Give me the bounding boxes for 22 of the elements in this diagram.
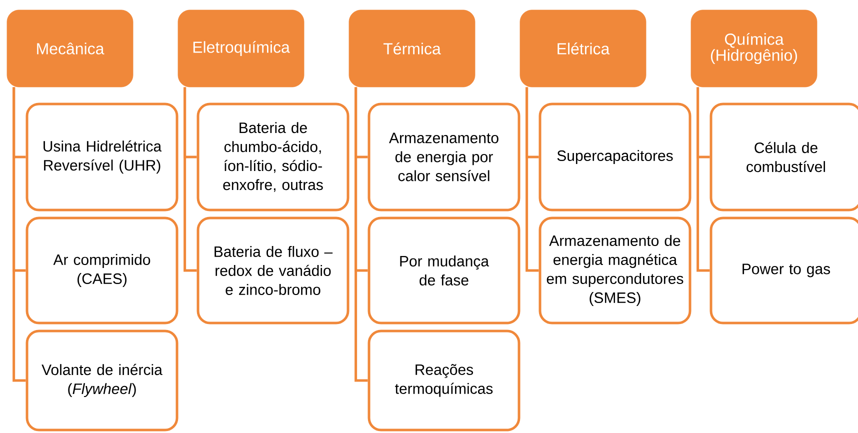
connector-line — [184, 87, 197, 272]
technology-box: Célula de combustível — [710, 102, 858, 212]
technology-box: Power to gas — [710, 216, 858, 324]
technology-box: Bateria de fluxo – redox de vanádio e zinco-bromo — [196, 216, 350, 324]
technology-box: Supercapacitores — [538, 102, 692, 212]
technology-box: Por mudança de fase — [368, 216, 520, 324]
connector-line — [696, 87, 710, 272]
connector-line — [526, 87, 539, 272]
technology-box: Usina Hidrelétrica Reversível (UHR) — [26, 102, 178, 212]
category-box: Química (Hidrogênio) — [690, 10, 818, 88]
connector-line — [354, 87, 368, 382]
category-box: Elétrica — [520, 10, 646, 88]
technology-box: Bateria de chumbo-ácido, íon-lítio, sódio-enxofre, outras — [196, 102, 350, 212]
technology-box: Armazenamento de energia magnética em supercondutores (SMES) — [538, 216, 692, 324]
technology-box: Reações termoquímicas — [368, 330, 520, 432]
connector-line — [12, 87, 26, 382]
category-box: Eletroquímica — [178, 10, 304, 88]
category-box: Mecânica — [6, 10, 134, 88]
technology-box: Volante de inércia (Flywheel) — [26, 330, 178, 432]
category-box: Térmica — [348, 10, 476, 88]
technology-box: Ar comprimido (CAES) — [26, 216, 178, 324]
technology-box: Armazenamento de energia por calor sensível — [368, 102, 520, 212]
